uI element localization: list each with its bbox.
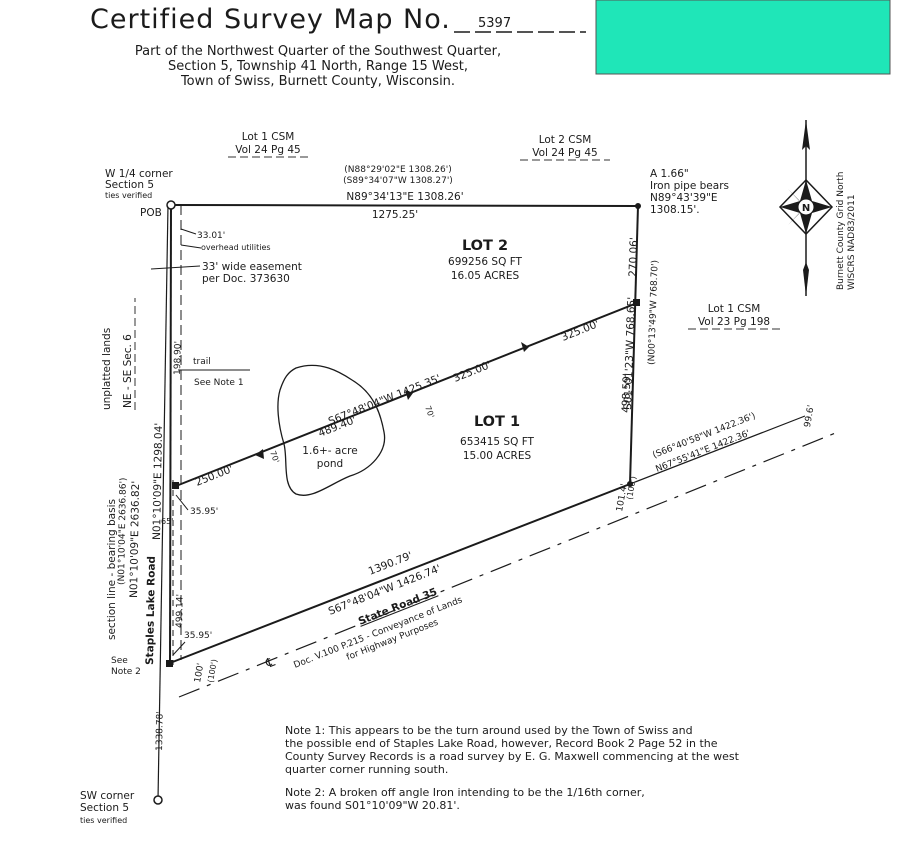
- west-499: 499.14': [175, 594, 186, 628]
- w-quarter-ties: ties verified: [105, 191, 152, 200]
- pond-area: 1.6+- acre: [302, 445, 357, 457]
- section-line-bearing: N01°10'09"E 2636.82': [128, 481, 142, 598]
- grid-north-datum: WISCRS NAD83/2011: [847, 194, 857, 290]
- adjoiner-lot1-csm-label: Lot 1 CSM: [242, 131, 295, 143]
- pipe-bearing: N89°43'39"E: [650, 192, 718, 204]
- west-65: 65': [161, 517, 173, 526]
- note2-line-2: was found S01°10'09"W 20.81'.: [285, 799, 460, 812]
- div-70-a: 70': [423, 405, 436, 420]
- south-tie: 1338.78': [155, 711, 166, 751]
- grid-north-basis: Burnett County Grid North: [836, 172, 846, 290]
- offset-33: 33.01': [197, 231, 225, 241]
- west-line-bearing: N01°10'09"E 1298.04': [151, 423, 165, 540]
- note1-line-2: the possible end of Staples Lake Road, h…: [285, 737, 718, 750]
- see-note-2-line-1: See: [111, 656, 128, 666]
- trail-label: trail: [193, 357, 211, 367]
- lot1-name: LOT 1: [474, 414, 520, 430]
- west-198: 198.90': [173, 341, 184, 375]
- staples-lake-road: Staples Lake Road: [144, 556, 158, 665]
- div-325-a: 325.00': [560, 318, 601, 344]
- north-arrow-icon: N: [778, 120, 834, 296]
- east-line-record: (N00°13'49"W 768.70'): [647, 260, 661, 365]
- sw-corner-label: SW corner: [80, 790, 135, 802]
- unplatted-section: NE - SE Sec. 6: [122, 334, 134, 408]
- sw-seg-distance: 100': [193, 662, 206, 683]
- subtitle-line-3: Town of Swiss, Burnett County, Wisconsin…: [180, 74, 455, 89]
- lot2-sqft: 699256 SQ FT: [448, 256, 523, 268]
- road-inner-distance: 1390.79': [367, 550, 414, 578]
- offset-35-a: 35.95': [190, 507, 218, 517]
- north-line-record-2: (S89°34'07"W 1308.27'): [343, 176, 453, 186]
- se-seg-record: (100'): [625, 475, 638, 500]
- pipe-distance: 1308.15'.: [650, 204, 700, 216]
- pond-label: pond: [317, 458, 343, 470]
- overhead-utilities: overhead utilities: [201, 243, 271, 252]
- conveyance-line-1: Doc. V.100 P.215 - Conveyance of Lands: [292, 595, 464, 671]
- div-70-b: 70': [268, 450, 281, 465]
- east-line-mid-distance: 498.59': [620, 373, 633, 413]
- easement-line-2: per Doc. 373630: [202, 273, 290, 285]
- note1-line-1: Note 1: This appears to be the turn arou…: [285, 724, 693, 737]
- highlight-block: [596, 0, 890, 74]
- north-line-record-1: (N88°29'02"E 1308.26'): [344, 165, 451, 175]
- subtitle-line-2: Section 5, Township 41 North, Range 15 W…: [168, 59, 468, 74]
- note2-line-1: Note 2: A broken off angle Iron intendin…: [285, 786, 645, 799]
- lot1-acres: 15.00 ACRES: [463, 450, 532, 462]
- corner-markers: [153, 200, 641, 805]
- map-number: 5397: [478, 16, 511, 31]
- easement-line-1: 33' wide easement: [202, 261, 302, 273]
- see-note-1: See Note 1: [194, 378, 244, 388]
- map-title: Certified Survey Map No.: [90, 4, 451, 35]
- lot1-sqft: 653415 SQ FT: [460, 436, 535, 448]
- north-letter: N: [802, 203, 810, 214]
- adjoiner-lot1-csm-vol: Vol 24 Pg 45: [235, 144, 300, 156]
- east-line-bearing: S01°01'23"W 768.65': [622, 297, 638, 410]
- sw-corner-section: Section 5: [80, 802, 129, 814]
- pob-label: POB: [140, 207, 162, 219]
- adjoiner-lot2-csm-label: Lot 2 CSM: [539, 134, 592, 146]
- se-seg-distance: 101.4': [615, 483, 630, 513]
- div-250: 250.00': [194, 463, 235, 489]
- offset-35-b: 35.95': [184, 631, 212, 641]
- sw-corner-ties: ties verified: [80, 816, 127, 825]
- note1-line-4: quarter corner running south.: [285, 763, 448, 776]
- east-line-top-distance: 270.06': [627, 237, 640, 277]
- subtitle-line-1: Part of the Northwest Quarter of the Sou…: [135, 44, 501, 59]
- section-line-label: section line - bearing basis: [106, 499, 118, 640]
- lot2-name: LOT 2: [462, 238, 508, 254]
- w-quarter-corner-section: Section 5: [105, 179, 154, 191]
- centerline-icon: ℄: [263, 654, 278, 672]
- w-quarter-corner-label: W 1/4 corner: [105, 168, 173, 180]
- north-line-bearing: N89°34'13"E 1308.26': [346, 191, 463, 203]
- adjoiner-lot1-csm-right-vol: Vol 23 Pg 198: [698, 316, 770, 328]
- adjoiner-lot1-csm-right-label: Lot 1 CSM: [708, 303, 761, 315]
- see-note-2-line-2: Note 2: [111, 667, 141, 677]
- pipe-size: A 1.66": [650, 168, 689, 180]
- div-325-b: 325.00': [452, 359, 493, 385]
- note1-line-3: County Survey Records is a road survey b…: [285, 750, 740, 763]
- ne-end-distance: 99.6': [803, 404, 817, 428]
- sw-seg-record: (100'): [206, 658, 219, 683]
- adjoiner-lot2-csm-vol: Vol 24 Pg 45: [532, 147, 597, 159]
- pipe-bears: Iron pipe bears: [650, 180, 729, 192]
- pond-outline: [277, 364, 386, 496]
- north-line-distance: 1275.25': [372, 209, 418, 221]
- lot-boundaries: [157, 204, 839, 801]
- section-line-record: (N01°10'04"E 2636.86'): [117, 477, 129, 585]
- lot2-acres: 16.05 ACRES: [451, 270, 520, 282]
- unplatted-lands: unplatted lands: [101, 328, 113, 410]
